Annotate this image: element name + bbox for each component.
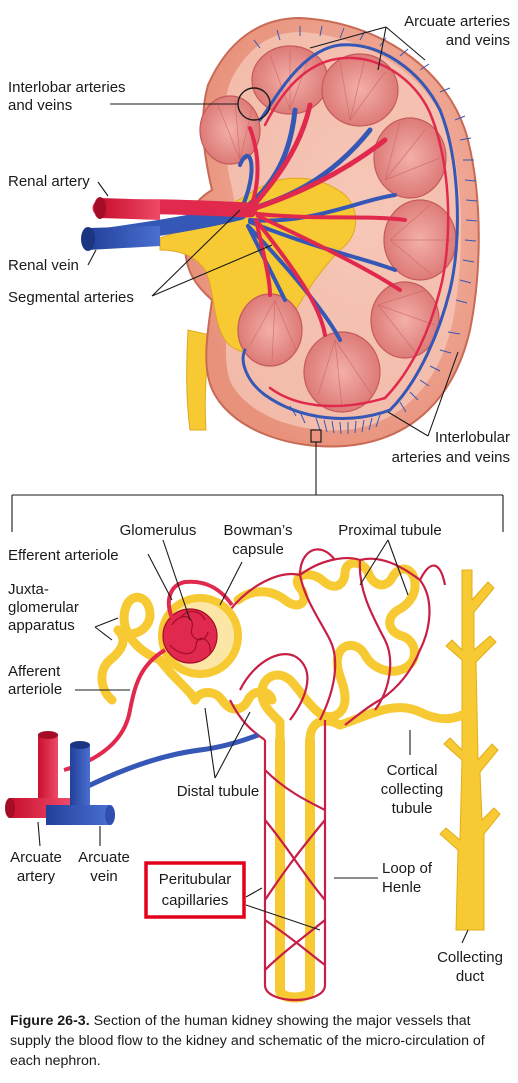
label-distal-tubule: Distal tubule [177,783,260,800]
label-renal-vein: Renal vein [8,257,79,274]
label-afferent-arteriole: Afferent [8,663,61,680]
label-segmental-arteries: Segmental arteries [8,289,134,306]
label-juxtaglomerular-3: apparatus [8,617,75,634]
peritubular-highlight-box [144,861,246,919]
pyramid [373,117,447,199]
label-afferent-arteriole-2: arteriole [8,681,62,698]
label-peritubular: Peritubular [159,871,232,888]
juxtaglomerular-tubule [97,593,165,705]
diagram-labels: Arcuate arteries and veins Interlobar ar… [8,13,510,985]
interlobular-vessels [253,25,478,435]
label-efferent-arteriole: Efferent arteriole [8,547,119,564]
collecting-duct [439,569,501,931]
figure-caption: Figure 26-3. Section of the human kidney… [10,1011,510,1071]
label-cortical-collecting-2: collecting [381,781,444,798]
afferent-arteriole [63,648,167,772]
label-proximal-tubule: Proximal tubule [338,522,441,539]
pyramid [237,293,303,367]
peritubular-network [229,548,447,741]
label-cortical-collecting-3: tubule [392,800,433,817]
label-juxtaglomerular: Juxta- [8,581,49,598]
figure-number: Figure 26-3. [10,1013,90,1029]
label-arcuate-artery-2: artery [17,868,56,885]
loop-capillaries [263,740,327,1002]
label-interlobar-2: and veins [8,97,72,114]
loop-of-henle [275,735,315,1003]
label-bowmans-capsule-2: capsule [232,541,284,558]
label-bowmans-capsule: Bowman’s [224,522,293,539]
kidney-section [81,16,480,448]
pyramid [199,95,261,165]
cortical-collecting-tubule [335,703,473,730]
label-cortical-collecting: Cortical [387,762,438,779]
label-arcuate-arteries-2: and veins [446,32,510,49]
efferent-arteriole [166,579,234,619]
label-loop-of-henle-2: Henle [382,879,421,896]
label-collecting-duct-2: duct [456,968,485,985]
label-interlobular: Interlobular [435,429,510,446]
proximal-tubule [233,558,420,745]
label-juxtaglomerular-2: glomerular [8,599,79,616]
label-renal-artery: Renal artery [8,173,90,190]
glomerulus-loops [169,610,211,655]
renal-artery-stub [94,197,160,220]
label-arcuate-vein: Arcuate [78,849,130,866]
pyramid [303,331,381,413]
arcuate-artery [5,731,70,818]
label-peritubular-2: capillaries [162,892,229,909]
label-collecting-duct: Collecting [437,949,503,966]
nephron-schematic [5,548,501,1003]
label-interlobular-2: arteries and veins [392,449,510,466]
zoom-bracket [11,442,504,532]
pyramid-striations [217,50,452,409]
figure-caption-text: Section of the human kidney showing the … [10,1013,485,1069]
label-interlobar: Interlobar arteries [8,79,126,96]
arcuate-vein [46,741,115,825]
renal-pyramids [199,45,457,413]
pyramid [370,281,440,359]
pyramid [321,53,399,127]
renal-vein-stub [81,226,160,251]
leader-lines [37,26,469,944]
label-loop-of-henle: Loop of [382,860,433,877]
kidney-diagram: Arcuate arteries and veins Interlobar ar… [5,13,510,1003]
label-arcuate-artery: Arcuate [10,849,62,866]
label-arcuate-arteries: Arcuate arteries [404,13,510,30]
venous-return [78,732,259,793]
label-arcuate-vein-2: vein [90,868,118,885]
label-glomerulus: Glomerulus [120,522,197,539]
glomerulus [162,608,218,664]
